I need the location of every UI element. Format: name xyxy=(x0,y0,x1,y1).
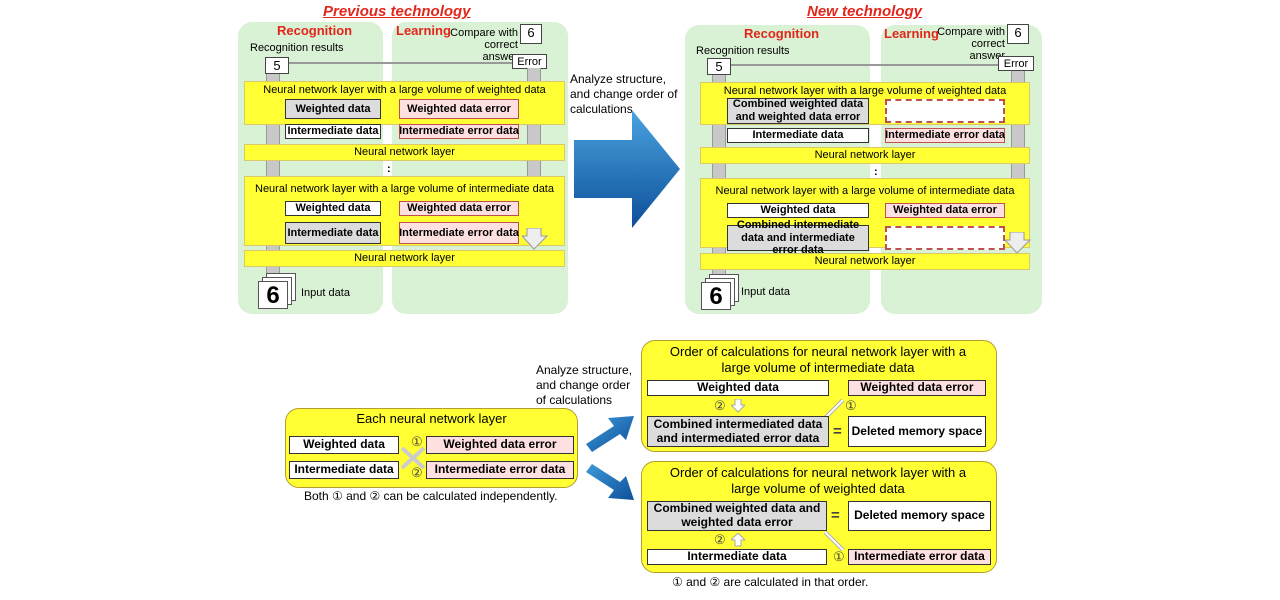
each-intermediate-data: Intermediate data xyxy=(289,461,399,479)
prev-recognition-label: Recognition xyxy=(277,23,353,38)
previous-technology-heading: Previous technology xyxy=(323,3,471,20)
prev-intermediate-data: Intermediate data xyxy=(285,124,381,139)
new-input-stack: 6 xyxy=(699,274,745,312)
oi-circle-1: ① xyxy=(845,398,857,413)
prev-compare-label: Compare with correct answer xyxy=(450,27,518,64)
prev-weighted-data-2: Weighted data xyxy=(285,201,381,216)
each-weighted-data-error: Weighted data error xyxy=(426,436,574,454)
prev-intermediate-error-data-2: Intermediate error data xyxy=(399,222,519,244)
ow-intermediate-data: Intermediate data xyxy=(647,549,827,565)
ow-circle-1: ① xyxy=(833,549,845,564)
blue-arrow-down xyxy=(586,464,634,500)
prev-nn-layer-1: Neural network layer xyxy=(244,144,565,161)
prev-error-box: Error xyxy=(512,54,547,69)
new-answer-6: 6 xyxy=(1007,24,1029,44)
new-compare-label: Compare with correct answer xyxy=(937,26,1005,63)
prev-input-data-label: Input data xyxy=(301,287,350,299)
ow-deleted: Deleted memory space xyxy=(848,501,991,531)
bottom-analyze-note: Analyze structure, and change order of c… xyxy=(536,363,633,407)
each-circle-1: ① xyxy=(411,434,423,449)
prev-intermediate-error-data: Intermediate error data xyxy=(399,124,519,139)
new-error-line xyxy=(731,64,998,66)
new-technology-heading: New technology xyxy=(807,3,923,20)
new-nn-layer-1: Neural network layer xyxy=(700,147,1030,164)
oi-combined: Combined intermediated data and intermed… xyxy=(647,416,829,447)
prev-recognition-panel xyxy=(238,22,383,314)
prev-weighted-data-error-2: Weighted data error xyxy=(399,201,519,216)
new-weighted-data-error: Weighted data error xyxy=(885,203,1005,218)
prev-intermediate-data-2: Intermediate data xyxy=(285,222,381,244)
each-weighted-data: Weighted data xyxy=(289,436,399,454)
each-caption: Both ① and ② can be calculated independe… xyxy=(304,489,558,503)
new-weighted-data: Weighted data xyxy=(727,203,869,218)
new-intermediate-data: Intermediate data xyxy=(727,128,869,143)
blue-arrow-up xyxy=(586,416,634,452)
ow-combined: Combined weighted data and weighted data… xyxy=(647,501,827,531)
each-intermediate-error-data: Intermediate error data xyxy=(426,461,574,479)
new-error-box: Error xyxy=(998,56,1034,71)
new-recognition-label: Recognition xyxy=(744,26,820,41)
new-combined-weighted: Combined weighted data and weighted data… xyxy=(727,98,869,124)
new-nn-layer-2: Neural network layer xyxy=(700,253,1030,270)
new-input-data-label: Input data xyxy=(741,286,790,298)
order-intermediate-title: Order of calculations for neural network… xyxy=(669,344,967,375)
new-deleted-space-1 xyxy=(885,99,1005,123)
prev-error-line xyxy=(289,62,512,64)
prev-input-stack: 6 xyxy=(256,273,302,311)
oi-diag-arrow xyxy=(823,398,845,420)
each-cross-arrows xyxy=(400,446,426,470)
prev-weighted-data: Weighted data xyxy=(285,99,381,119)
oi-weighted-data: Weighted data xyxy=(647,380,829,396)
ow-intermediate-error-data: Intermediate error data xyxy=(848,549,991,565)
prev-result-5: 5 xyxy=(265,57,289,74)
prev-weighted-data-error: Weighted data error xyxy=(399,99,519,119)
prev-learning-label: Learning xyxy=(396,23,451,38)
prev-nn-layer-2: Neural network layer xyxy=(244,250,565,267)
new-result-5: 5 xyxy=(707,58,731,75)
oi-weighted-data-error: Weighted data error xyxy=(848,380,986,396)
ow-diag-arrow xyxy=(823,530,845,552)
ow-equals: = xyxy=(831,507,840,524)
new-learning-label: Learning xyxy=(884,26,939,41)
arrow-note: Analyze structure, and change order of c… xyxy=(570,72,678,116)
new-intermediate-error-data: Intermediate error data xyxy=(885,128,1005,143)
prev-results-label: Recognition results xyxy=(250,42,344,54)
big-right-arrow xyxy=(574,110,680,228)
ow-circle-2: ② xyxy=(714,532,726,547)
oi-equals: = xyxy=(833,423,842,440)
new-down-arrow xyxy=(1005,232,1031,254)
new-combined-intermediate: Combined intermediate data and intermedi… xyxy=(727,219,869,256)
new-results-label: Recognition results xyxy=(696,45,790,57)
oi-down-arrow xyxy=(731,399,745,413)
ow-up-arrow xyxy=(731,533,745,547)
oi-deleted: Deleted memory space xyxy=(848,416,986,447)
order-weighted-title: Order of calculations for neural network… xyxy=(669,465,967,496)
prev-answer-6: 6 xyxy=(520,24,542,44)
ow-caption: ① and ② are calculated in that order. xyxy=(672,575,869,589)
each-circle-2: ② xyxy=(411,465,423,480)
prev-dots: : xyxy=(387,163,391,175)
new-input-digit: 6 xyxy=(701,282,731,310)
prev-input-digit: 6 xyxy=(258,281,288,309)
new-deleted-space-2 xyxy=(885,226,1005,250)
prev-down-arrow xyxy=(522,228,548,250)
new-dots: : xyxy=(874,166,878,178)
each-layer-title: Each neural network layer xyxy=(356,411,507,426)
oi-circle-2: ② xyxy=(714,398,726,413)
